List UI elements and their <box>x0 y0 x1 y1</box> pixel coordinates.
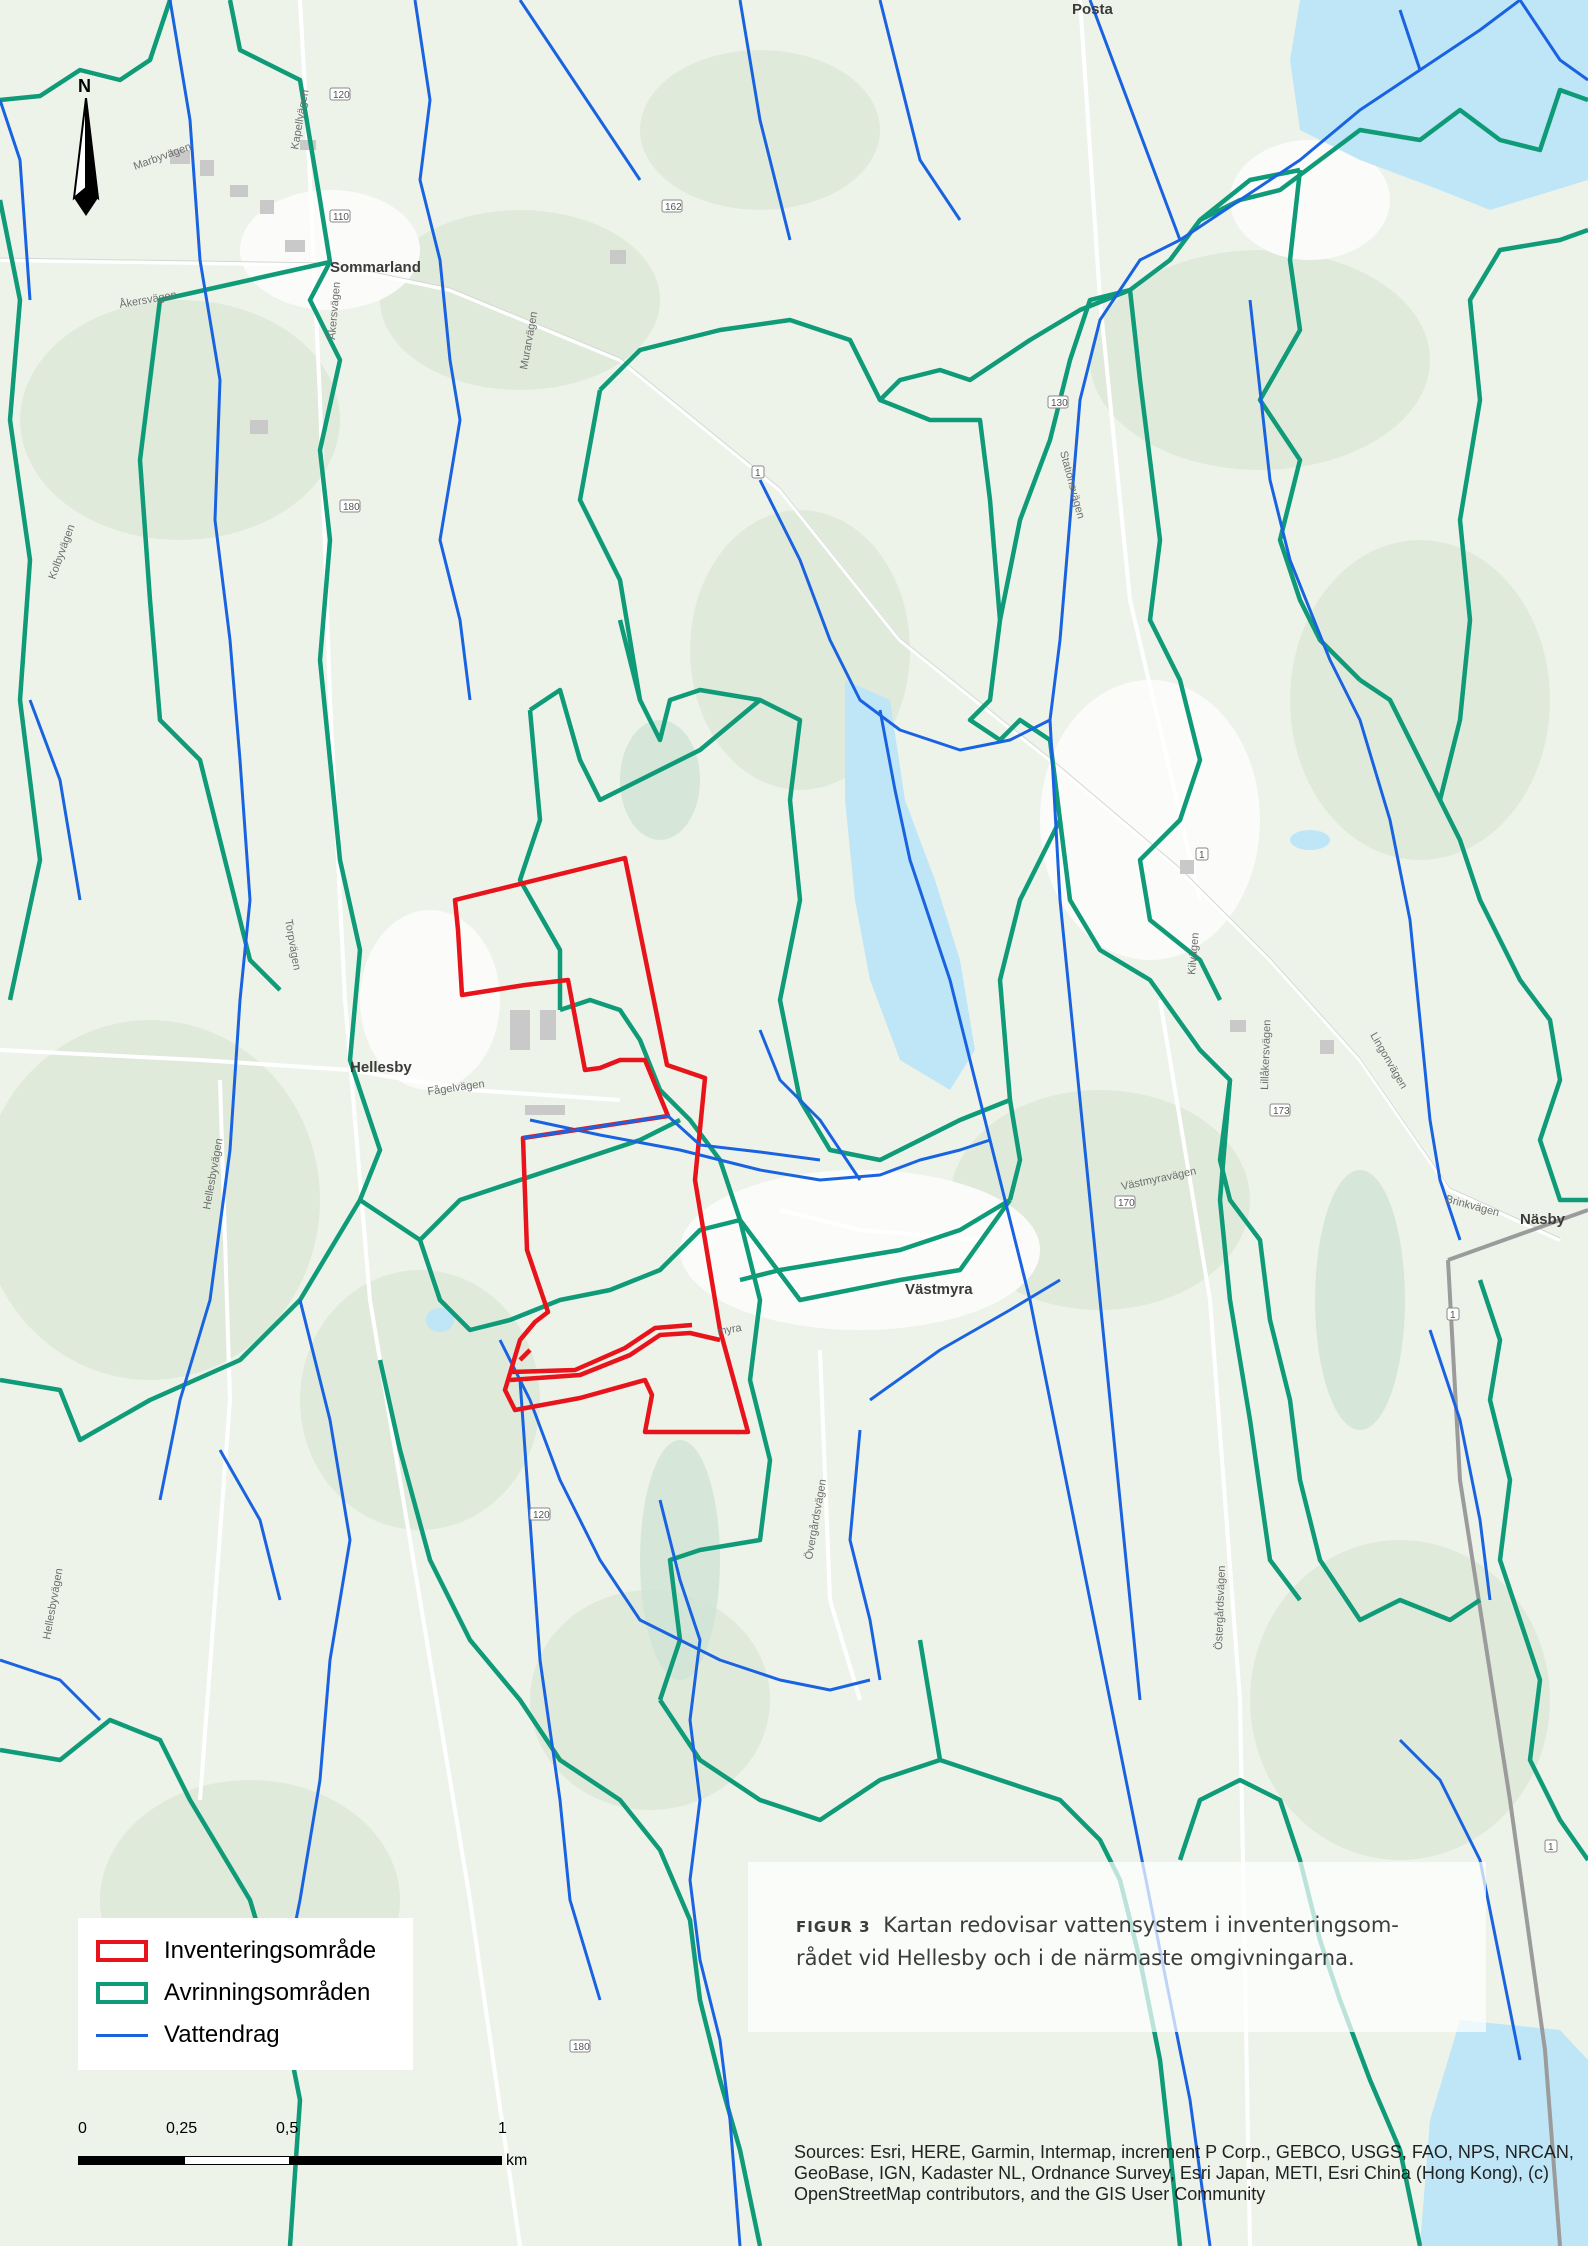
road-label: Östergårdsvägen <box>1213 1565 1228 1650</box>
place-label-hellesby: Hellesby <box>350 1059 412 1076</box>
road-label: Lillåkersvägen <box>1259 1019 1273 1090</box>
road-label: Åkersvägen <box>325 281 343 340</box>
scale-bar: 0 0,25 0,5 1 km <box>78 2120 527 2169</box>
road-label: Kilvägen <box>1186 932 1202 975</box>
shield-label: 130 <box>1051 398 1068 409</box>
legend-swatch-catchment <box>96 1982 148 2004</box>
road-outlines <box>0 257 1561 1239</box>
place-label-sommarland: Sommarland <box>330 259 421 276</box>
legend-item-catchment: Avrinningsområden <box>96 1978 370 2008</box>
legend: Inventeringsområde Avrinningsområden Vat… <box>78 1918 413 2070</box>
place-labels: Posta Sommarland Hellesby Västmyra Näsby <box>330 1 1566 1298</box>
road-shields <box>329 87 1558 2053</box>
wetland-patches <box>620 720 1405 1680</box>
buildings <box>170 140 1334 1115</box>
shield-label: 162 <box>665 202 682 213</box>
legend-item-inventory: Inventeringsområde <box>96 1936 376 1966</box>
north-label: N <box>78 76 91 96</box>
scale-tick-label: 1 <box>498 2120 507 2137</box>
scale-unit: km <box>506 2152 528 2169</box>
scale-segment <box>290 2156 502 2165</box>
shield-label: 180 <box>343 502 360 513</box>
legend-label: Avrinningsområden <box>164 1979 371 2006</box>
shield-label: 1 <box>1450 1310 1456 1321</box>
road-label: myra <box>716 1322 743 1338</box>
legend-label: Inventeringsområde <box>164 1937 377 1964</box>
legend-item-stream: Vattendrag <box>96 2020 280 2050</box>
legend-swatch-stream <box>96 2033 148 2037</box>
shield-label: 180 <box>573 2042 590 2053</box>
open-land-patches <box>240 140 1390 1330</box>
north-arrow-icon <box>72 98 100 216</box>
scale-tick-label: 0,25 <box>166 2120 198 2137</box>
figure-label: FIGUR 3 <box>796 1918 871 1936</box>
shield-label: 120 <box>333 90 350 101</box>
place-label-vastmyra: Västmyra <box>905 1281 973 1298</box>
road-shield-labels: 120 110 162 180 1 130 173 170 1 1 120 18… <box>333 90 1554 2053</box>
place-label-nasby: Näsby <box>1520 1211 1566 1228</box>
water-bodies <box>426 0 1588 2246</box>
figure-caption-text: Kartan redovisar vattensystem i inventer… <box>796 1913 1399 1970</box>
scale-segment <box>78 2156 184 2165</box>
inventory-stream <box>522 1114 821 1162</box>
shield-label: 1 <box>755 468 761 479</box>
shield-label: 170 <box>1118 1198 1135 1209</box>
scale-segment <box>184 2156 290 2165</box>
figure-caption: FIGUR 3 Kartan redovisar vattensystem i … <box>796 1910 1436 1974</box>
place-label-posta: Posta <box>1072 1 1114 18</box>
scale-tick-label: 0 <box>78 2120 87 2137</box>
legend-swatch-inventory <box>96 1940 148 1962</box>
shield-label: 120 <box>533 1510 550 1521</box>
inventory-area <box>452 855 751 1435</box>
shield-label: 173 <box>1273 1106 1290 1117</box>
legend-label: Vattendrag <box>164 2021 280 2048</box>
scale-tick-label: 0,5 <box>276 2120 299 2137</box>
shield-label: 1 <box>1199 850 1205 861</box>
caption-background <box>748 1862 1486 2032</box>
north-arrow: N <box>68 76 108 216</box>
map-attribution: Sources: Esri, HERE, Garmin, Intermap, i… <box>794 2142 1574 2204</box>
shield-label: 110 <box>333 212 349 223</box>
shield-label: 1 <box>1548 1842 1554 1853</box>
